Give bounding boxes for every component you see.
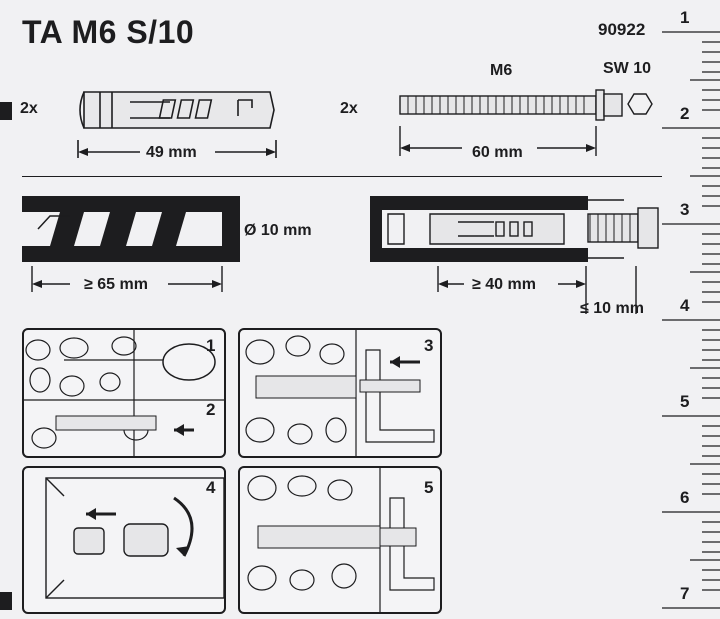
ruler-label: 5 [680,392,690,411]
stone-texture [24,330,224,456]
ruler-label: 2 [680,104,690,123]
min-depth: ≥ 40 mm [472,276,536,293]
panel-steps-1-2: 1 2 [22,328,226,458]
ruler [662,31,720,609]
bolt-drawing [399,89,653,156]
panel-step-3: 3 [238,328,442,458]
product-title: TA M6 S/10 [22,14,195,50]
step-number: 4 [206,478,216,497]
divider [22,176,662,177]
drill-hole-diagram [22,196,240,292]
step-number: 1 [206,336,216,355]
ruler-label: 4 [680,296,690,315]
anchor-quantity: 2x [20,100,38,117]
ruler-label: 6 [680,488,690,507]
wrench-size: SW 10 [603,60,652,77]
bolt-thread: M6 [490,62,513,79]
article-number: 90922 [598,20,646,39]
step-number: 3 [424,336,434,355]
margin-marker [0,592,12,610]
mounted-anchor-diagram [370,196,659,314]
stone-texture [247,468,435,612]
max-thickness: ≤ 10 mm [580,300,644,317]
panel-step-5: 5 [238,466,442,614]
step-number: 5 [424,478,434,497]
stone-texture [245,330,435,456]
ruler-label: 7 [680,584,690,603]
step-number: 2 [206,400,216,419]
tightening-illustration [45,477,224,599]
panel-step-4: 4 [22,466,226,614]
ruler-label: 1 [680,8,690,27]
bolt-length: 60 mm [472,144,523,161]
drill-depth: ≥ 65 mm [84,276,148,293]
bolt-quantity: 2x [340,100,358,117]
margin-marker [0,102,12,120]
anchor-drawing [77,91,277,158]
ruler-label: 3 [680,200,690,219]
drill-diameter: Ø 10 mm [244,222,312,239]
anchor-length: 49 mm [146,144,197,161]
